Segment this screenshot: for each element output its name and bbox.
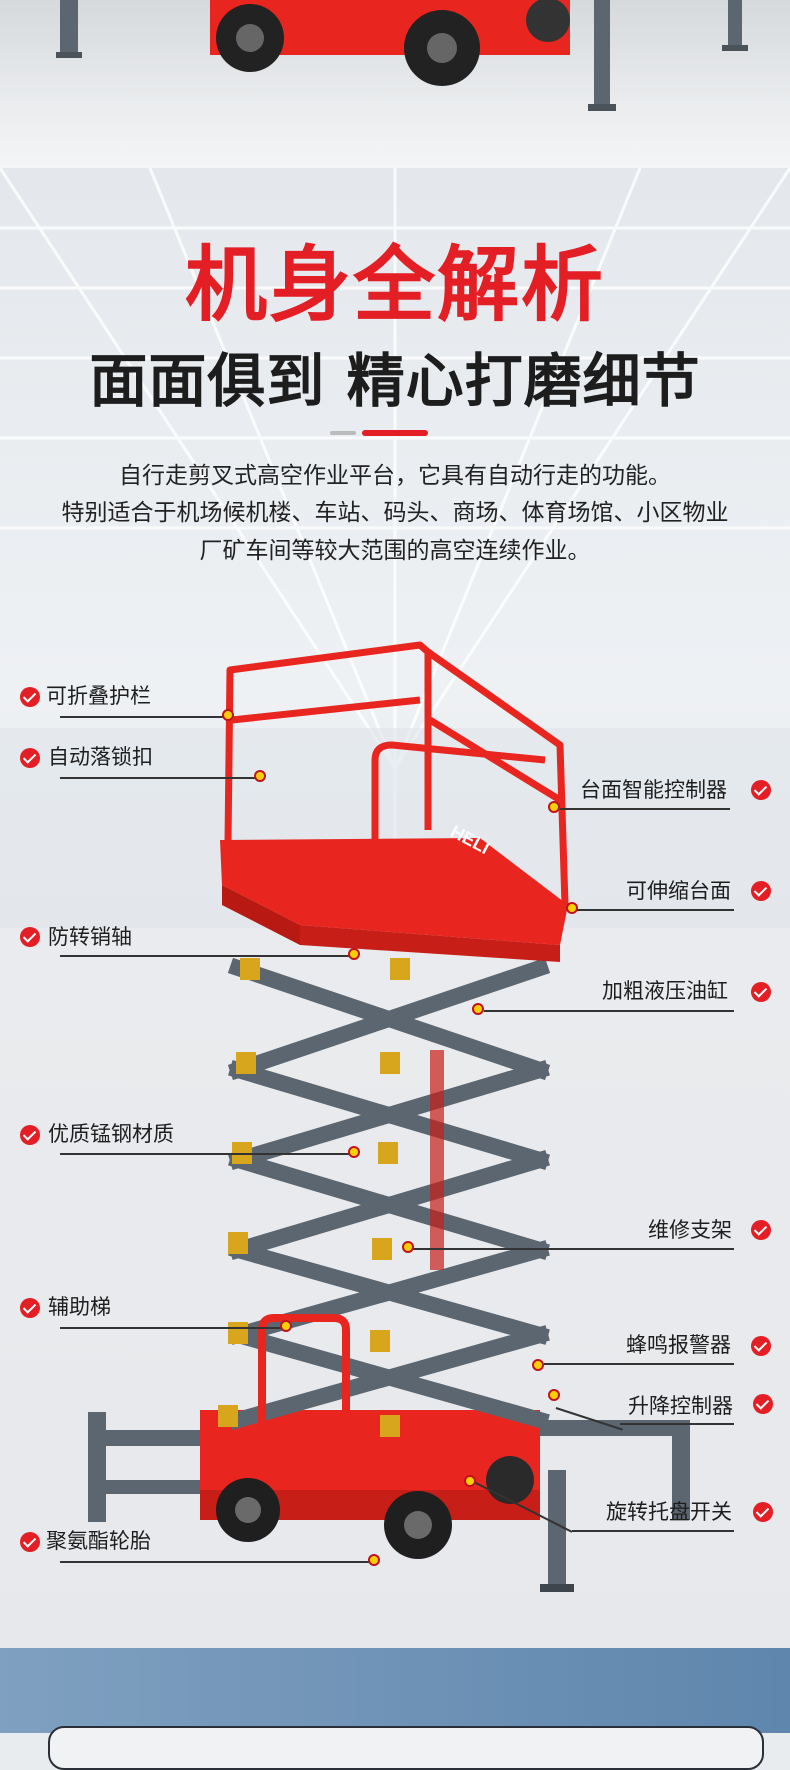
previous-machine-image xyxy=(56,0,748,111)
outrigger-left xyxy=(88,1412,106,1522)
feature-label: 可伸缩台面 xyxy=(626,879,731,903)
check-icon xyxy=(753,1502,773,1522)
scissor-lift-illustration: HELI xyxy=(88,641,690,1592)
marker-dot xyxy=(280,1320,292,1332)
callout-line xyxy=(60,1153,352,1155)
feature-label: 防转销轴 xyxy=(48,925,132,949)
marker-dot xyxy=(566,902,578,914)
callout-line xyxy=(572,1530,734,1532)
check-icon xyxy=(20,1125,40,1145)
top-product-photo xyxy=(0,0,790,168)
auxiliary-ladder xyxy=(258,1314,350,1430)
check-icon xyxy=(20,1298,40,1318)
section-title: 机身全解析 xyxy=(184,238,605,333)
next-section-band xyxy=(0,1648,790,1733)
feature-label: 辅助梯 xyxy=(48,1295,111,1319)
feature-label: 聚氨酯轮胎 xyxy=(46,1529,151,1553)
check-icon xyxy=(751,881,771,901)
feature-label: 加粗液压油缸 xyxy=(602,979,728,1003)
check-icon xyxy=(751,780,771,800)
feature-label: 维修支架 xyxy=(648,1218,732,1242)
feature-label: 台面智能控制器 xyxy=(580,778,727,802)
marker-dot xyxy=(368,1554,380,1566)
callout-line xyxy=(412,1248,734,1250)
check-icon xyxy=(20,687,40,707)
callout-line xyxy=(544,1363,734,1365)
feature-label: 优质锰钢材质 xyxy=(48,1122,174,1146)
feature-label: 升降控制器 xyxy=(628,1394,733,1418)
marker-dot xyxy=(402,1241,414,1253)
feature-label: 自动落锁扣 xyxy=(48,745,153,769)
marker-dot xyxy=(548,801,560,813)
check-icon xyxy=(20,927,40,947)
callout-line xyxy=(620,1423,734,1425)
check-icon xyxy=(751,1336,771,1356)
section-subtitle: 面面俱到 精心打磨细节 xyxy=(89,347,701,415)
callout-line xyxy=(60,777,258,779)
marker-dot xyxy=(472,1003,484,1015)
callout-line xyxy=(60,716,228,718)
callout-line xyxy=(576,909,734,911)
marker-dot xyxy=(464,1475,476,1487)
feature-label: 旋转托盘开关 xyxy=(606,1500,732,1524)
marker-dot xyxy=(532,1359,544,1371)
feature-label: 可折叠护栏 xyxy=(46,684,151,708)
marker-dot xyxy=(254,770,266,782)
outrigger-right xyxy=(672,1420,690,1520)
callout-line xyxy=(60,1561,370,1563)
description-line-2: 特别适合于机场候机楼、车站、码头、商场、体育场馆、小区物业 xyxy=(61,500,729,526)
callout-line xyxy=(560,808,730,810)
check-icon xyxy=(751,1220,771,1240)
work-platform xyxy=(220,838,568,945)
feature-label: 蜂鸣报警器 xyxy=(626,1333,731,1357)
callout-line xyxy=(484,1010,734,1012)
title-divider-red xyxy=(362,430,428,436)
marker-dot xyxy=(348,1146,360,1158)
title-divider-gray xyxy=(330,431,356,435)
callout-line xyxy=(60,1327,284,1329)
check-icon xyxy=(751,982,771,1002)
description-line-3: 厂矿车间等较大范围的高空连续作业。 xyxy=(199,538,591,564)
marker-dot xyxy=(222,709,234,721)
marker-dot xyxy=(348,948,360,960)
check-icon xyxy=(753,1394,773,1414)
marker-dot xyxy=(548,1389,560,1401)
callout-line xyxy=(60,955,354,957)
folding-guardrail xyxy=(224,641,569,906)
description-line-1: 自行走剪叉式高空作业平台，它具有自动行走的功能。 xyxy=(119,463,671,489)
check-icon xyxy=(20,748,40,768)
check-icon xyxy=(20,1532,40,1552)
